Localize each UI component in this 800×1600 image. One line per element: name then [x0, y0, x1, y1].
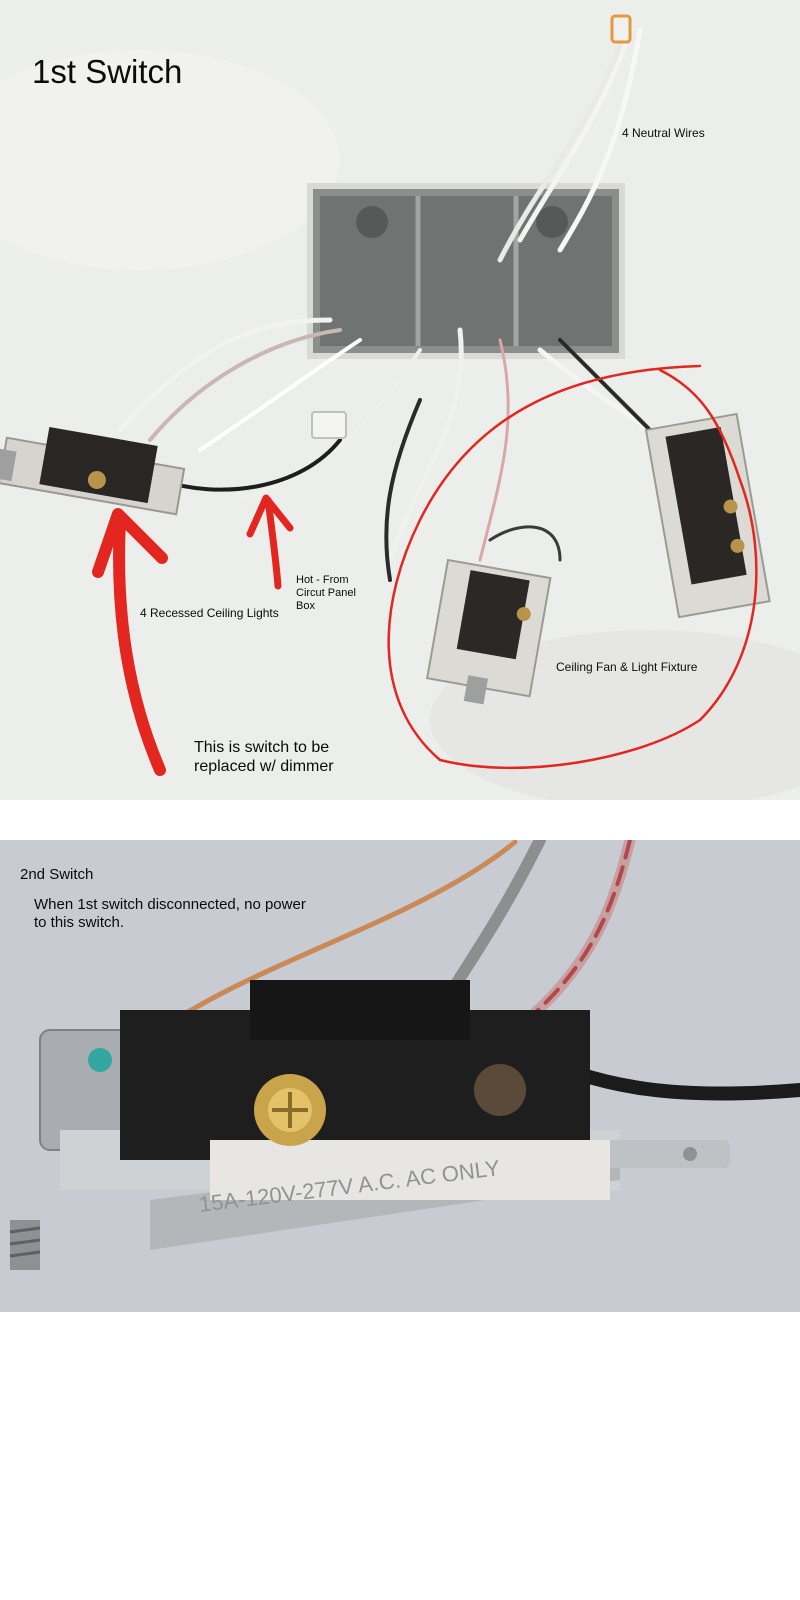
bottom-screw: [9, 1220, 41, 1270]
middle-switch: [426, 558, 552, 705]
arrow-hot-wire: [264, 496, 282, 590]
second-switch-illustration: 15A-120V-277V A.C. AC ONLY: [0, 840, 800, 1312]
second-switch-note: When 1st switch disconnected, no power t…: [34, 896, 306, 931]
first-switch-title: 1st Switch: [32, 53, 183, 90]
second-switch-title: 2nd Switch: [20, 866, 94, 883]
recessed-lights-label: 4 Recessed Ceiling Lights: [140, 606, 279, 620]
neutral-wires-label: 4 Neutral Wires: [622, 126, 705, 140]
red-annotations: [92, 364, 758, 776]
switch-body: [120, 980, 610, 1200]
wire-nut: [610, 14, 632, 44]
left-switch: [0, 426, 186, 516]
fan-light-label: Ceiling Fan & Light Fixture: [556, 660, 698, 674]
photo-second-switch: 15A-120V-277V A.C. AC ONLY 2nd Switch Wh…: [0, 840, 800, 1312]
electrical-box: [307, 183, 625, 359]
arrow-replace-switch: [113, 514, 166, 776]
right-switch: [644, 412, 771, 619]
black-wires: [158, 338, 662, 582]
photo-first-switch: 1st Switch 4 Neutral Wires 4 Recessed Ce…: [0, 0, 800, 800]
hot-wire-label: Hot - From Circut Panel Box: [296, 574, 356, 613]
first-switch-illustration: [0, 14, 771, 776]
replace-switch-label: This is switch to be replaced w/ dimmer: [194, 739, 334, 776]
wire-connector: [311, 411, 347, 439]
fan-switch-circle: [387, 364, 758, 770]
